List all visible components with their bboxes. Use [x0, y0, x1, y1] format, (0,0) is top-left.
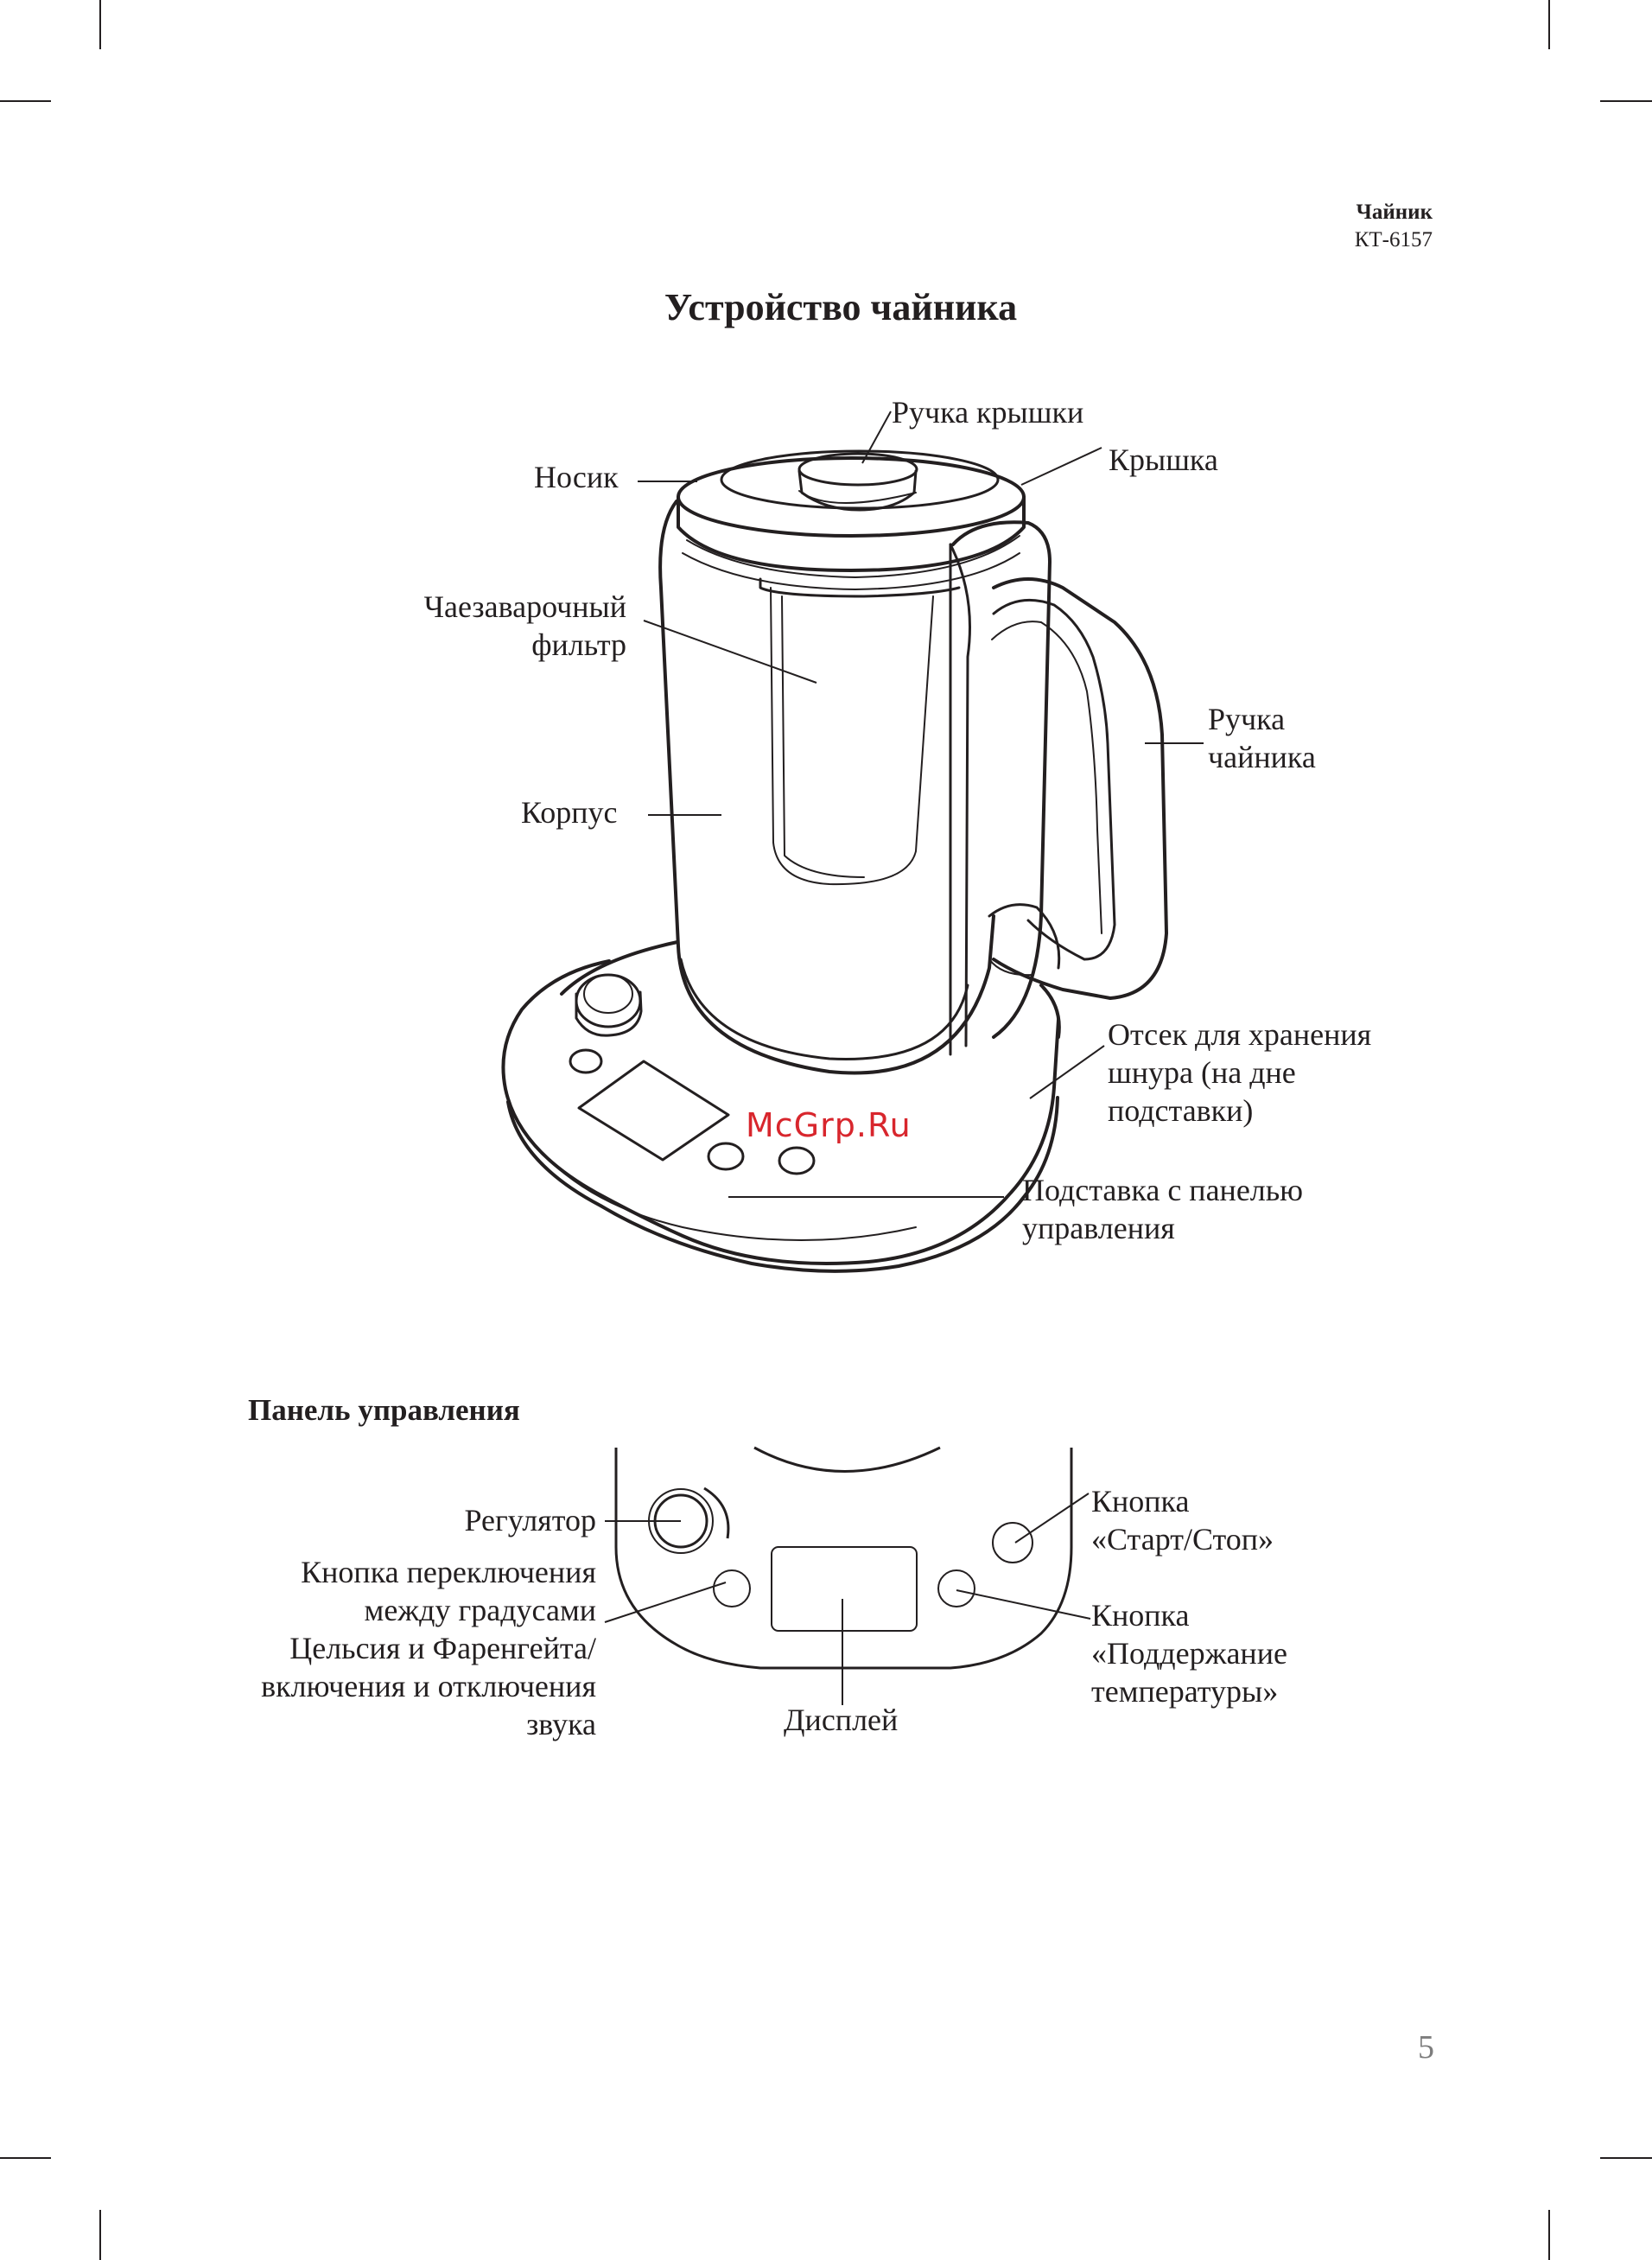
label-unit-button-line: Кнопка переключения — [301, 1555, 596, 1589]
header-title: Чайник — [1356, 201, 1433, 224]
label-keep-warm-line: Кнопка — [1091, 1598, 1190, 1633]
label-unit-button-line: Цельсия и Фаренгейта/ — [289, 1631, 596, 1665]
label-keep-warm-line: «Поддержание — [1091, 1636, 1287, 1671]
label-handle-line: чайника — [1208, 740, 1316, 774]
label-filter: Чаезаварочный фильтр — [424, 588, 626, 664]
label-start-stop-line: Кнопка — [1091, 1484, 1190, 1518]
label-unit-button-line: между градусами — [364, 1593, 596, 1627]
label-cord-storage-line: Отсек для хранения — [1108, 1017, 1372, 1052]
label-filter-line: фильтр — [531, 627, 626, 662]
label-base: Подставка с панелью управления — [1022, 1171, 1303, 1247]
panel-title: Панель управления — [248, 1393, 520, 1427]
label-keep-warm-line: температуры» — [1091, 1674, 1279, 1709]
header-model: КТ-6157 — [1354, 228, 1433, 251]
label-start-stop: Кнопка «Старт/Стоп» — [1091, 1482, 1274, 1558]
label-unit-button-line: включения и отключения — [261, 1669, 596, 1703]
watermark: McGrp.Ru — [746, 1106, 912, 1144]
label-cord-storage-line: подставки) — [1108, 1093, 1254, 1128]
label-handle: Ручка чайника — [1208, 700, 1316, 776]
label-regulator: Регулятор — [464, 1503, 597, 1537]
label-body: Корпус — [521, 795, 618, 830]
label-lid: Крышка — [1109, 442, 1218, 477]
label-unit-button: Кнопка переключения между градусами Цель… — [261, 1553, 596, 1743]
label-keep-warm: Кнопка «Поддержание температуры» — [1091, 1596, 1287, 1710]
label-spout: Носик — [534, 460, 619, 494]
label-filter-line: Чаезаварочный — [423, 589, 626, 624]
page-number: 5 — [1418, 2029, 1434, 2066]
page-title: Устройство чайника — [664, 286, 1018, 328]
label-display: Дисплей — [784, 1703, 899, 1737]
label-base-line: Подставка с панелью — [1022, 1173, 1304, 1207]
label-start-stop-line: «Старт/Стоп» — [1091, 1522, 1274, 1557]
label-cord-storage-line: шнура (на дне — [1108, 1055, 1296, 1090]
label-lid-knob: Ручка крышки — [892, 395, 1084, 430]
label-handle-line: Ручка — [1208, 702, 1286, 736]
label-cord-storage: Отсек для хранения шнура (на дне подстав… — [1108, 1015, 1371, 1130]
label-base-line: управления — [1022, 1211, 1175, 1245]
label-unit-button-line: звука — [526, 1707, 596, 1741]
